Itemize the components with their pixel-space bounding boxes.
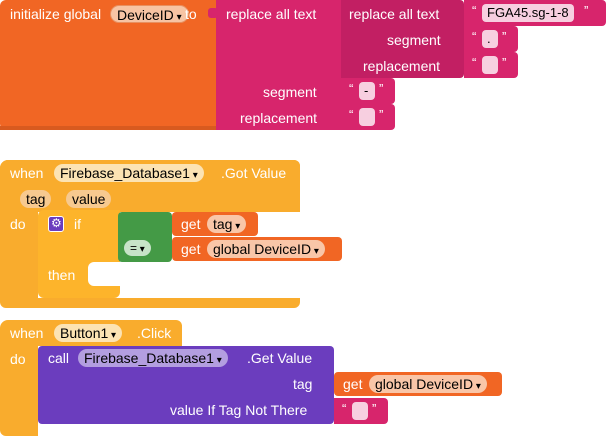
do-label: do — [10, 216, 26, 232]
inner-text-string-block[interactable]: “ FGA45.sg-1-8 ” — [464, 0, 606, 26]
get-tag-var-dropdown[interactable]: tag — [207, 215, 247, 233]
outer-segment-label: segment — [263, 84, 317, 100]
inner-replace-all-text-block[interactable] — [341, 0, 464, 78]
call-component-dropdown[interactable]: Firebase_Database1 — [78, 349, 228, 367]
get-global-label: get — [181, 241, 201, 257]
if-gear-icon[interactable]: ⚙ — [48, 216, 64, 232]
do-label: do — [10, 351, 26, 367]
tag-arg-label: tag — [293, 376, 313, 392]
quote-close-icon: ” — [379, 107, 384, 122]
call-label: call — [48, 350, 70, 366]
quote-open-icon: “ — [472, 3, 477, 18]
outer-replacement-label: replacement — [240, 110, 318, 126]
got-value-component-dropdown[interactable]: Firebase_Database1 — [54, 164, 204, 182]
get-global-var-dropdown[interactable]: global DeviceID — [207, 240, 325, 258]
outer-replace-all-text-block[interactable] — [216, 0, 342, 130]
quote-open-icon: “ — [472, 55, 477, 70]
quote-close-icon: ” — [502, 29, 507, 44]
inner-segment-label: segment — [387, 32, 441, 48]
if-label: if — [74, 216, 81, 232]
outer-segment-value-field[interactable]: - — [359, 82, 375, 100]
when-label: when — [10, 165, 44, 181]
inner-segment-string-block[interactable]: “ . ” — [464, 26, 518, 52]
quote-close-icon: ” — [372, 401, 377, 416]
inner-replace-label: replace all text — [349, 6, 440, 22]
then-statement-slot — [88, 262, 120, 286]
got-value-event-label: .Got Value — [221, 165, 287, 181]
quote-close-icon: ” — [584, 3, 589, 18]
global-var-name-field[interactable]: DeviceID — [110, 5, 189, 23]
quote-open-icon: “ — [349, 107, 354, 122]
inner-segment-value-field[interactable]: . — [482, 30, 498, 48]
outer-replace-connector — [208, 8, 218, 18]
init-block-bottom-bar — [0, 126, 216, 130]
quote-open-icon: “ — [472, 29, 477, 44]
then-label: then — [48, 267, 76, 283]
compare-operator-dropdown[interactable]: = — [124, 240, 151, 256]
value-if-string-block[interactable]: “ ” — [334, 398, 388, 424]
inner-replacement-label: replacement — [363, 58, 441, 74]
click-component-dropdown[interactable]: Button1 — [54, 324, 123, 342]
inner-text-value-field[interactable]: FGA45.sg-1-8 — [482, 4, 574, 22]
outer-segment-string-block[interactable]: “ - ” — [341, 78, 395, 104]
quote-close-icon: ” — [502, 55, 507, 70]
init-prefix-label: initialize global — [10, 6, 102, 22]
get-tag-label: get — [181, 216, 201, 232]
init-to-label: to — [185, 6, 197, 22]
quote-open-icon: “ — [342, 401, 347, 416]
quote-open-icon: “ — [349, 81, 354, 96]
click-event-label: .Click — [137, 325, 172, 341]
value-if-arg-label: value If Tag Not There — [170, 402, 308, 418]
outer-replace-label: replace all text — [226, 6, 317, 22]
when-label: when — [10, 325, 44, 341]
get-global-arg-dropdown[interactable]: global DeviceID — [369, 375, 487, 393]
value-if-value-field[interactable] — [352, 402, 368, 420]
outer-replacement-string-block[interactable]: “ ” — [341, 104, 395, 130]
param-value[interactable]: value — [66, 190, 112, 208]
inner-replacement-value-field[interactable] — [482, 56, 498, 74]
quote-close-icon: ” — [379, 81, 384, 96]
call-method-label: .Get Value — [247, 350, 313, 366]
inner-replacement-string-block[interactable]: “ ” — [464, 52, 518, 78]
param-tag[interactable]: tag — [20, 190, 52, 208]
get-global-arg-label: get — [343, 376, 363, 392]
outer-replacement-value-field[interactable] — [359, 108, 375, 126]
gear-icon: ⚙ — [51, 216, 62, 230]
